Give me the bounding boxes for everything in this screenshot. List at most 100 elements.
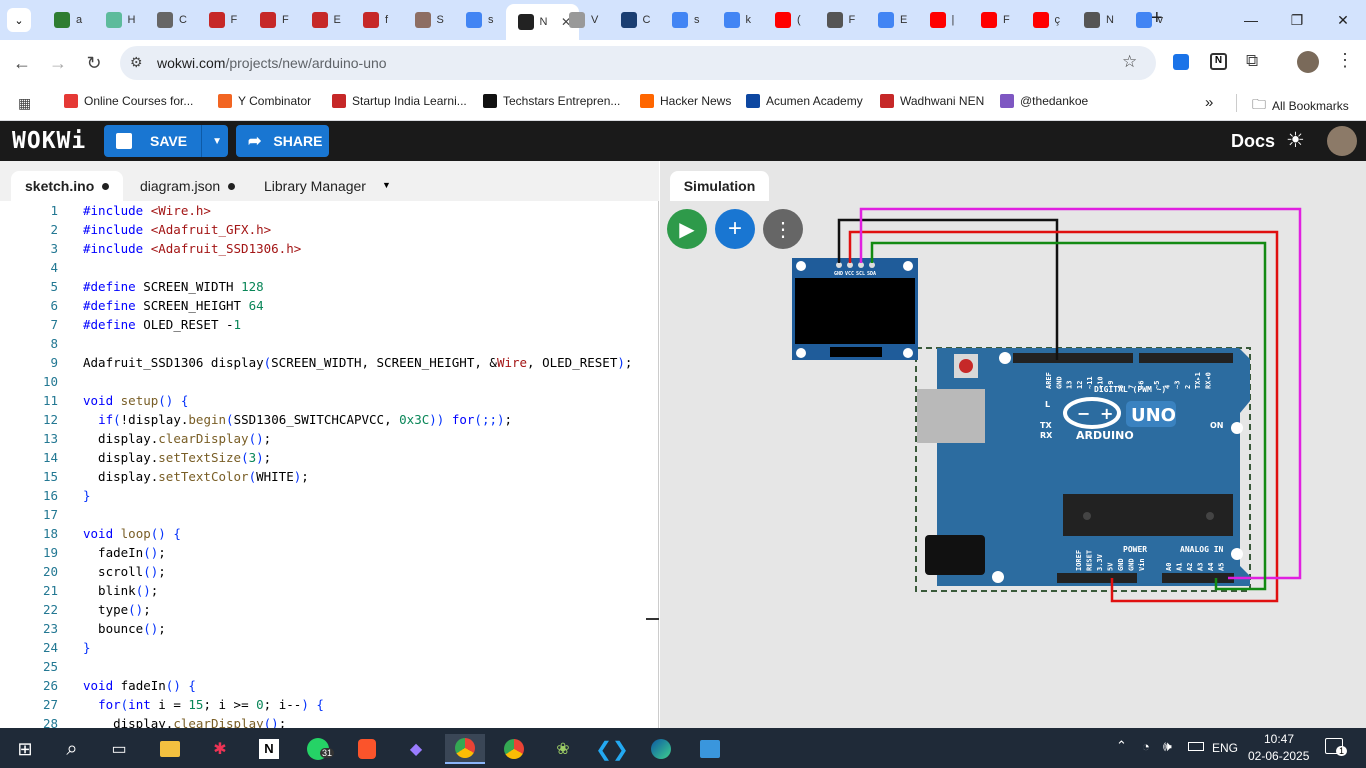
wokwi-logo[interactable]: WOKWi	[12, 128, 87, 154]
code-line[interactable]: display.clearDisplay();	[83, 431, 271, 446]
site-info-icon[interactable]: ⚙	[130, 54, 143, 70]
minimize-button[interactable]: —	[1244, 12, 1258, 28]
more-bookmarks-button[interactable]: »	[1205, 94, 1213, 111]
chrome-icon[interactable]	[445, 734, 485, 764]
tab-library-manager[interactable]: Library Manager	[250, 171, 380, 201]
browser-tab[interactable]: N	[1072, 6, 1122, 34]
browser-tab[interactable]: F	[815, 6, 865, 34]
chrome-profile-icon[interactable]	[494, 734, 534, 764]
code-line[interactable]: #include <Wire.h>	[83, 203, 211, 218]
browser-tab[interactable]: V	[557, 6, 607, 34]
close-tab-icon[interactable]: ✕	[560, 15, 571, 29]
address-bar[interactable]: ⚙ wokwi.com/projects/new/arduino-uno ☆	[120, 46, 1156, 80]
code-line[interactable]: void setup() {	[83, 393, 188, 408]
code-line[interactable]: #define SCREEN_HEIGHT 64	[83, 298, 264, 313]
scrollbar-marker[interactable]	[646, 618, 659, 620]
browser-tab[interactable]: v	[1124, 6, 1174, 34]
more-options-button[interactable]: ⋮	[763, 209, 803, 249]
code-line[interactable]: display.setTextColor(WHITE);	[83, 469, 309, 484]
browser-tab[interactable]: a	[42, 6, 92, 34]
wire-vcc[interactable]	[848, 230, 1279, 603]
clock-date[interactable]: 02-06-2025	[1248, 749, 1310, 763]
code-line[interactable]: }	[83, 640, 91, 655]
photos-icon[interactable]	[690, 734, 730, 764]
browser-tab[interactable]: |	[918, 6, 968, 34]
profile-avatar[interactable]	[1297, 51, 1319, 73]
close-window-button[interactable]: ✕	[1337, 11, 1349, 28]
tab-diagram-json[interactable]: diagram.json	[126, 171, 249, 201]
sidebar-extension-icon[interactable]	[1173, 54, 1189, 70]
code-line[interactable]: void loop() {	[83, 526, 181, 541]
oled-pin[interactable]	[858, 262, 864, 268]
save-button[interactable]: SAVE ▼	[104, 125, 228, 157]
tab-sketch-ino[interactable]: sketch.ino	[11, 171, 124, 201]
browser-tab[interactable]: F	[197, 6, 247, 34]
browser-tab[interactable]: E	[300, 6, 350, 34]
oled-pin[interactable]	[847, 262, 853, 268]
new-tab-button[interactable]: +	[1151, 7, 1163, 29]
bookmark-item[interactable]: @thedankoe	[1000, 94, 1088, 108]
code-line[interactable]: fadeIn();	[83, 545, 166, 560]
code-line[interactable]: for(int i = 15; i >= 0; i--) {	[83, 697, 324, 712]
browser-tab[interactable]: ç	[1021, 6, 1071, 34]
code-line[interactable]: bounce();	[83, 621, 166, 636]
docs-link[interactable]: Docs	[1231, 131, 1276, 151]
paint-app-icon[interactable]: ✱	[213, 741, 227, 758]
code-line[interactable]: if(!display.begin(SSD1306_SWITCHCAPVCC, …	[83, 412, 512, 427]
browser-tab[interactable]: S	[403, 6, 453, 34]
start-simulation-button[interactable]: ▶	[667, 209, 707, 249]
network-icon[interactable]: ◔	[1142, 739, 1150, 754]
code-line[interactable]: type();	[83, 602, 151, 617]
tab-simulation[interactable]: Simulation	[670, 171, 769, 201]
share-button[interactable]: ➦ SHARE	[236, 125, 329, 157]
code-area[interactable]: 1#include <Wire.h>2#include <Adafruit_GF…	[0, 201, 659, 728]
vscode-icon[interactable]: ❮❯	[595, 738, 629, 761]
volume-icon[interactable]: 🕪	[1163, 738, 1172, 754]
add-part-button[interactable]: +	[715, 209, 755, 249]
browser-menu-icon[interactable]: ⋮	[1336, 50, 1354, 70]
code-line[interactable]: void fadeIn() {	[83, 678, 196, 693]
browser-tab[interactable]: N✕	[505, 4, 579, 40]
browser-tab[interactable]: F	[969, 6, 1019, 34]
browser-tab[interactable]: F	[248, 6, 298, 34]
forward-button[interactable]: →	[49, 52, 67, 73]
tabs-menu-icon[interactable]: ▼	[382, 180, 391, 190]
user-avatar[interactable]	[1327, 126, 1357, 156]
task-view-icon[interactable]: ▭	[111, 741, 127, 758]
code-line[interactable]: }	[83, 488, 91, 503]
brave-icon[interactable]	[347, 734, 387, 764]
theme-toggle-icon[interactable]: ☀	[1286, 129, 1305, 152]
obsidian-icon[interactable]: ◆	[409, 741, 423, 758]
wire-gnd[interactable]	[837, 218, 1059, 360]
browser-tab[interactable]: C	[609, 6, 659, 34]
file-explorer-icon[interactable]	[150, 734, 190, 764]
battery-icon[interactable]	[1188, 742, 1204, 751]
code-line[interactable]: blink();	[83, 583, 158, 598]
bookmark-star-icon[interactable]: ☆	[1122, 52, 1138, 71]
browser-tab[interactable]: s	[454, 6, 504, 34]
save-dropdown-icon[interactable]: ▼	[212, 135, 222, 147]
windows-start-icon[interactable]: ⊞	[17, 738, 33, 759]
search-icon[interactable]: ⌕	[66, 737, 78, 760]
code-line[interactable]: display.clearDisplay();	[83, 716, 286, 728]
edge-icon[interactable]	[641, 734, 681, 764]
wire-sda[interactable]	[870, 241, 1267, 591]
all-bookmarks-button[interactable]: 🗀All Bookmarks	[1252, 94, 1349, 118]
tab-search-button[interactable]: ⌄	[7, 8, 31, 32]
whatsapp-icon[interactable]: 31	[298, 734, 338, 764]
browser-tab[interactable]: H	[94, 6, 144, 34]
wire-scl[interactable]	[859, 207, 1302, 580]
browser-tab[interactable]: k	[712, 6, 762, 34]
browser-tab[interactable]: s	[660, 6, 710, 34]
bookmark-item[interactable]: Hacker News	[640, 94, 731, 108]
bookmark-item[interactable]: Online Courses for...	[64, 94, 193, 108]
code-line[interactable]: #define OLED_RESET -1	[83, 317, 241, 332]
browser-tab[interactable]: f	[351, 6, 401, 34]
arduino-uno-board[interactable]: − + UNO ARDUINO DIGITAL (PWM ~) POWER AN…	[915, 347, 1251, 592]
bookmark-item[interactable]: Acumen Academy	[746, 94, 863, 108]
code-line[interactable]: Adafruit_SSD1306 display(SCREEN_WIDTH, S…	[83, 355, 632, 370]
bookmark-item[interactable]: Y Combinator	[218, 94, 311, 108]
notion-extension-icon[interactable]: N	[1210, 53, 1227, 70]
bookmark-item[interactable]: Techstars Entrepren...	[483, 94, 620, 108]
oled-pin[interactable]	[869, 262, 875, 268]
